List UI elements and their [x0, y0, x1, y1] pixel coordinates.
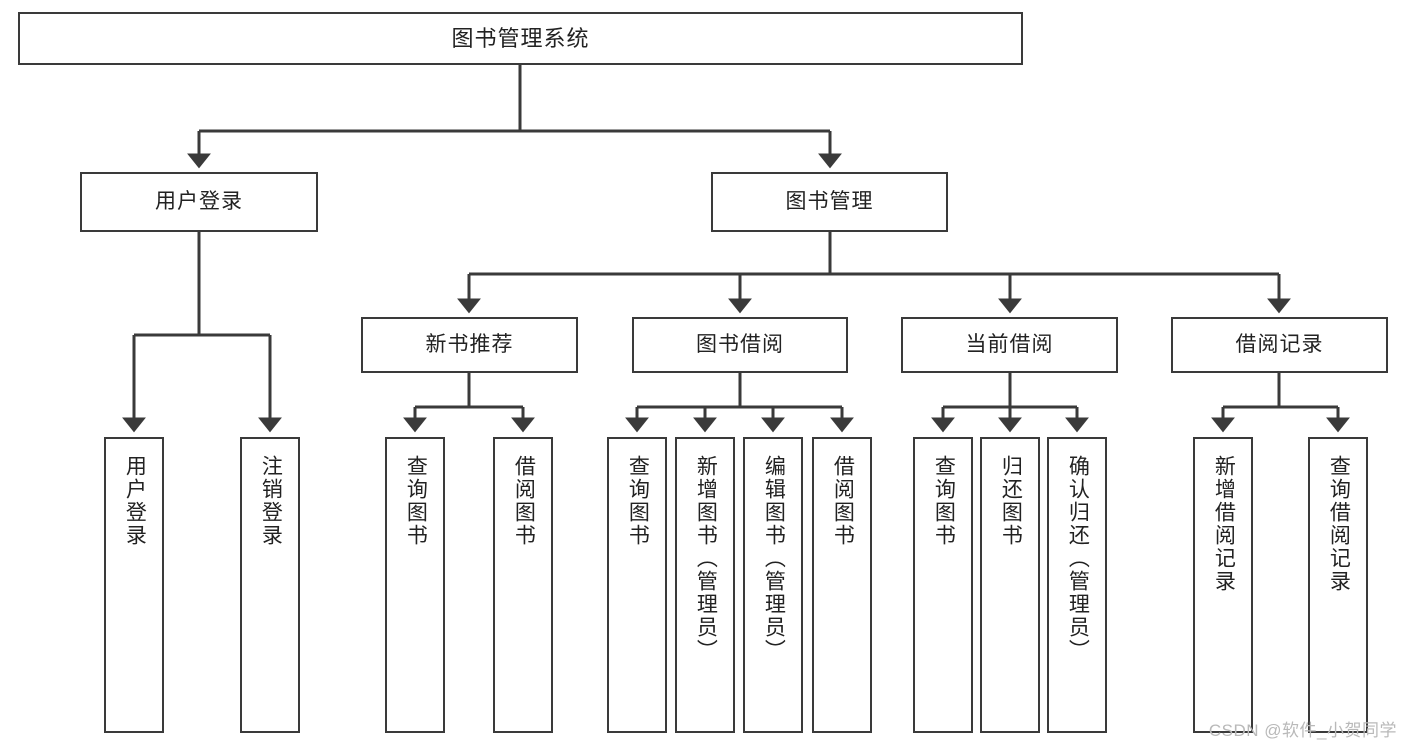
leaf-current-query-book[interactable]: 查询图书 — [913, 437, 973, 733]
node-label: 编辑图书（管理员） — [762, 455, 786, 662]
leaf-user-login-login[interactable]: 用户登录 — [104, 437, 164, 733]
node-label: 归还图书 — [999, 455, 1023, 547]
leaf-current-return-book[interactable]: 归还图书 — [980, 437, 1040, 733]
node-book-borrow[interactable]: 图书借阅 — [632, 317, 848, 373]
node-current-borrow[interactable]: 当前借阅 — [901, 317, 1118, 373]
node-label: 借阅图书 — [512, 455, 536, 547]
node-label: 注销登录 — [259, 455, 283, 547]
node-label: 查询图书 — [404, 455, 428, 547]
node-label: 图书管理系统 — [451, 25, 590, 51]
node-label: 查询借阅记录 — [1327, 455, 1351, 593]
leaf-borrow-edit-book[interactable]: 编辑图书（管理员） — [743, 437, 803, 733]
leaf-borrow-add-book[interactable]: 新增图书（管理员） — [675, 437, 735, 733]
node-label: 借阅图书 — [831, 455, 855, 547]
node-label: 用户登录 — [123, 455, 147, 547]
leaf-records-add-record[interactable]: 新增借阅记录 — [1193, 437, 1253, 733]
leaf-current-confirm-return[interactable]: 确认归还（管理员） — [1047, 437, 1107, 733]
node-label: 查询图书 — [932, 455, 956, 547]
node-label: 确认归还（管理员） — [1066, 455, 1090, 662]
node-book-management[interactable]: 图书管理 — [711, 172, 948, 232]
node-label: 借阅记录 — [1235, 332, 1324, 356]
node-user-login[interactable]: 用户登录 — [80, 172, 318, 232]
leaf-user-login-logout[interactable]: 注销登录 — [240, 437, 300, 733]
node-label: 图书借阅 — [696, 332, 784, 356]
node-label: 新书推荐 — [425, 332, 514, 356]
leaf-records-query-record[interactable]: 查询借阅记录 — [1308, 437, 1368, 733]
node-label: 新增图书（管理员） — [694, 455, 718, 662]
node-label: 新增借阅记录 — [1212, 455, 1236, 593]
leaf-borrow-borrow-book[interactable]: 借阅图书 — [812, 437, 872, 733]
node-label: 当前借阅 — [965, 332, 1054, 356]
node-label: 查询图书 — [626, 455, 650, 547]
node-label: 用户登录 — [155, 189, 243, 213]
node-new-book-recommend[interactable]: 新书推荐 — [361, 317, 578, 373]
leaf-new-book-borrow[interactable]: 借阅图书 — [493, 437, 553, 733]
leaf-new-book-query[interactable]: 查询图书 — [385, 437, 445, 733]
node-label: 图书管理 — [785, 189, 874, 213]
node-borrow-records[interactable]: 借阅记录 — [1171, 317, 1388, 373]
node-root-system[interactable]: 图书管理系统 — [18, 12, 1023, 65]
leaf-borrow-query-book[interactable]: 查询图书 — [607, 437, 667, 733]
